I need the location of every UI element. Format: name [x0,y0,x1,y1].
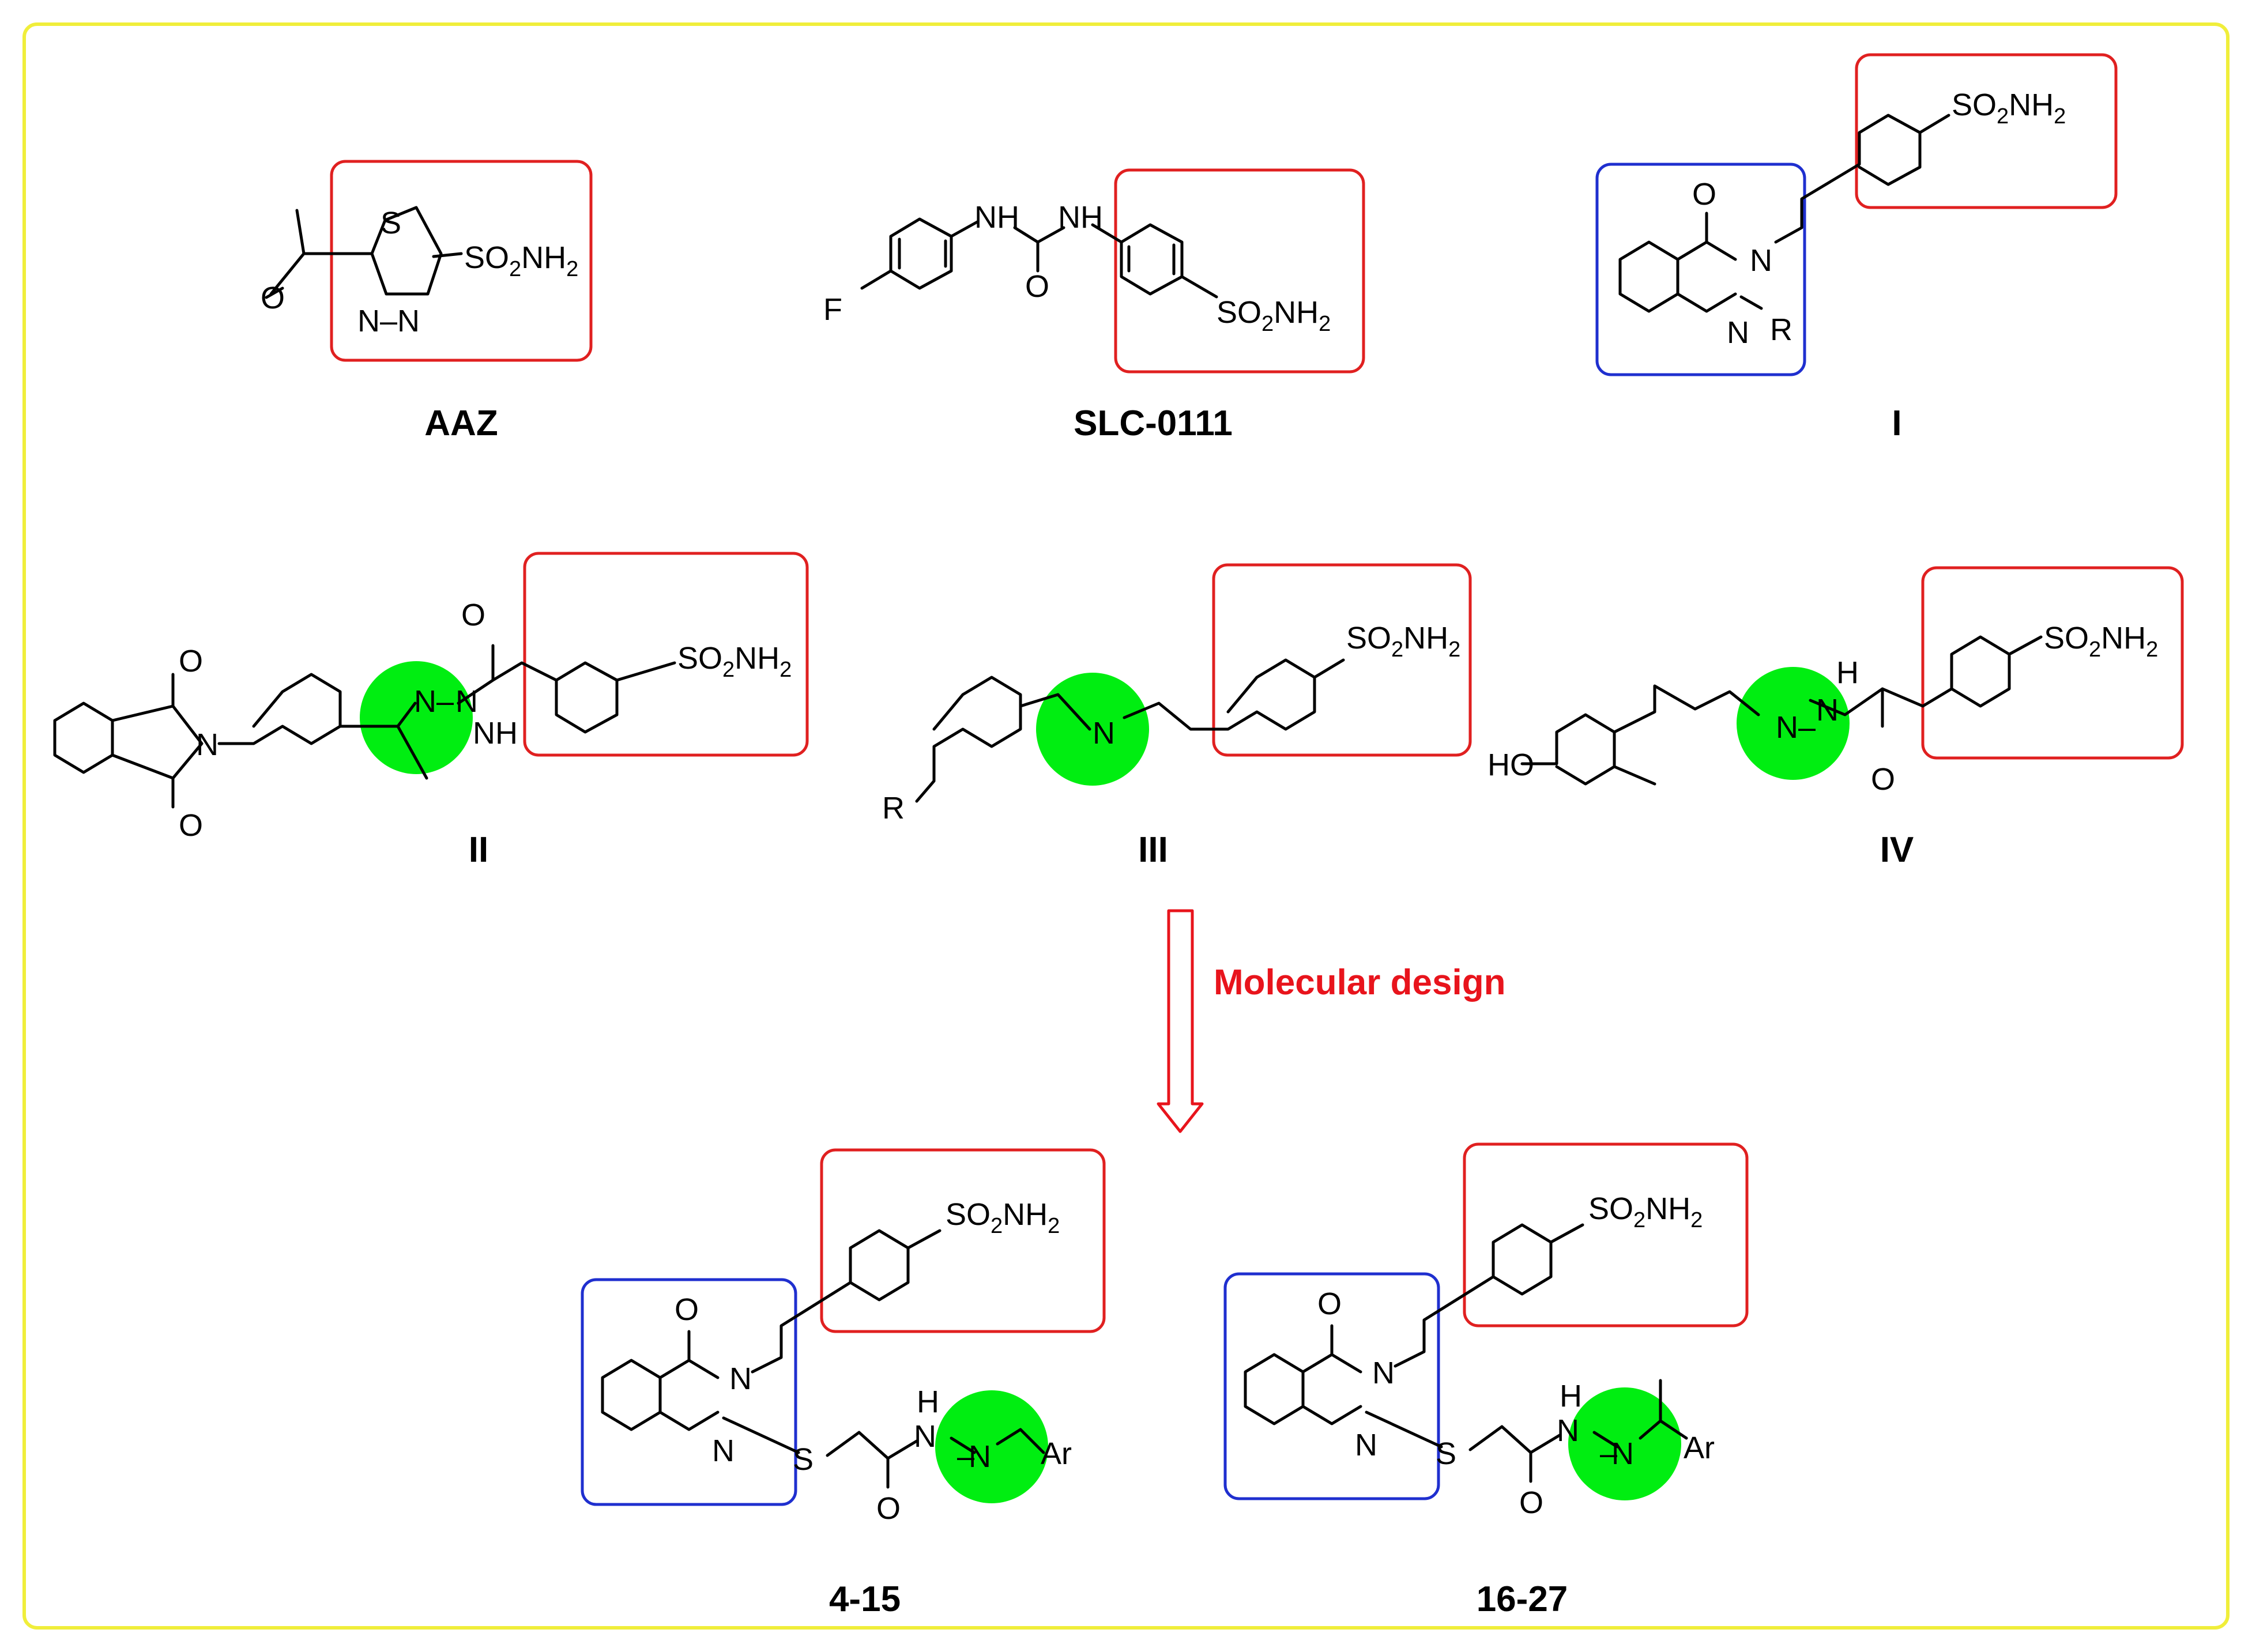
svg-text:SO2NH2: SO2NH2 [946,1197,1060,1238]
svg-text:N: N [969,1439,991,1474]
label-16-27: 16-27 [1477,1579,1568,1619]
svg-text:NH: NH [473,716,518,750]
svg-text:SO2NH2: SO2NH2 [1952,88,2066,129]
structure-ii: O O N N– N NH O SO2NH2 [53,552,809,843]
label-aaz: AAZ [424,403,498,443]
svg-text:Ar: Ar [1684,1431,1715,1465]
svg-text:O: O [876,1491,901,1526]
structure-aaz: O S N–N SO2NH2 [261,160,593,362]
svg-text:H: H [1560,1379,1582,1413]
arrow-label: Molecular design [1214,963,1505,1002]
svg-text:N: N [455,684,478,719]
svg-text:SO2NH2: SO2NH2 [1588,1191,1703,1232]
sulfonamide-box [1855,53,2118,209]
svg-text:N: N [1816,693,1839,727]
svg-text:N: N [1611,1436,1634,1471]
sulfonamide-box [1114,168,1365,374]
svg-text:N: N [1093,716,1115,750]
svg-text:N: N [712,1434,735,1468]
label-iii: III [1138,830,1168,870]
design-arrow [1157,909,1204,1133]
svg-text:N: N [1372,1356,1395,1390]
sulfonamide-box [1212,563,1472,757]
svg-text:H: H [1836,655,1859,690]
svg-text:O: O [461,598,485,632]
svg-text:N: N [196,727,219,762]
svg-text:N–: N– [414,684,454,719]
sulfonamide-box [330,160,593,362]
structure-iii: R N SO2NH2 [882,563,1472,825]
svg-text:HO: HO [1487,748,1534,782]
svg-text:H: H [917,1385,939,1419]
svg-text:N: N [1355,1428,1377,1462]
svg-text:O: O [1519,1485,1543,1520]
outer-frame [22,22,2230,1630]
structure-i: O N N R SO2NH2 [1595,53,2118,376]
svg-text:O: O [179,808,203,843]
svg-text:R: R [882,791,905,825]
linker-circle [1568,1387,1681,1500]
label-4-15: 4-15 [829,1579,901,1619]
sulfonamide-box [523,552,809,757]
svg-text:SO2NH2: SO2NH2 [464,240,578,281]
svg-text:O: O [1317,1287,1342,1321]
structure-4-15: O N N S O H N – N Ar SO2NH2 [581,1148,1106,1526]
sulfonamide-box [1921,566,2184,760]
svg-text:O: O [1871,762,1895,797]
label-ii: II [469,830,488,870]
linker-circle [360,661,473,774]
svg-text:O: O [1692,177,1716,212]
svg-text:N: N [729,1361,752,1396]
svg-text:–: – [1600,1436,1617,1471]
svg-text:O: O [179,644,203,678]
svg-text:SO2NH2: SO2NH2 [1217,295,1331,336]
svg-text:S: S [793,1442,814,1477]
svg-text:NH: NH [1058,200,1103,235]
sulfonamide-box [820,1148,1106,1333]
svg-text:N: N [914,1419,936,1454]
svg-text:N: N [1557,1413,1579,1448]
label-iv: IV [1880,830,1914,870]
svg-text:Ar: Ar [1041,1436,1072,1471]
svg-text:NH: NH [974,200,1019,235]
structure-16-27: O N N S O H N – N Ar SO2NH2 [1223,1142,1749,1520]
svg-text:N: N [1750,243,1772,278]
linker-circle [1737,667,1850,780]
sulfonamide-box [1463,1142,1749,1327]
svg-text:O: O [675,1292,699,1327]
scaffold-box [1595,163,1806,376]
svg-text:SO2NH2: SO2NH2 [2044,621,2158,662]
svg-text:SO2NH2: SO2NH2 [677,641,792,682]
label-i: I [1892,403,1901,443]
scaffold-box [1223,1272,1440,1500]
svg-text:O: O [1025,269,1049,304]
svg-text:S: S [381,206,401,240]
svg-text:SO2NH2: SO2NH2 [1346,621,1460,662]
svg-text:–: – [957,1439,974,1474]
svg-text:O: O [261,281,285,315]
structure-slc-0111: F NH NH O SO2NH2 [823,168,1365,374]
svg-text:S: S [1436,1436,1456,1471]
scaffold-box [581,1278,797,1506]
svg-text:N–: N– [1776,710,1816,745]
svg-text:N–N: N–N [357,304,420,338]
svg-text:R: R [1770,312,1792,347]
svg-text:F: F [823,292,842,327]
structure-iv: HO N– N H O SO2NH2 [1487,566,2184,797]
svg-text:N: N [1727,315,1749,350]
label-slc-0111: SLC-0111 [1074,403,1233,443]
linker-circle [935,1390,1048,1503]
